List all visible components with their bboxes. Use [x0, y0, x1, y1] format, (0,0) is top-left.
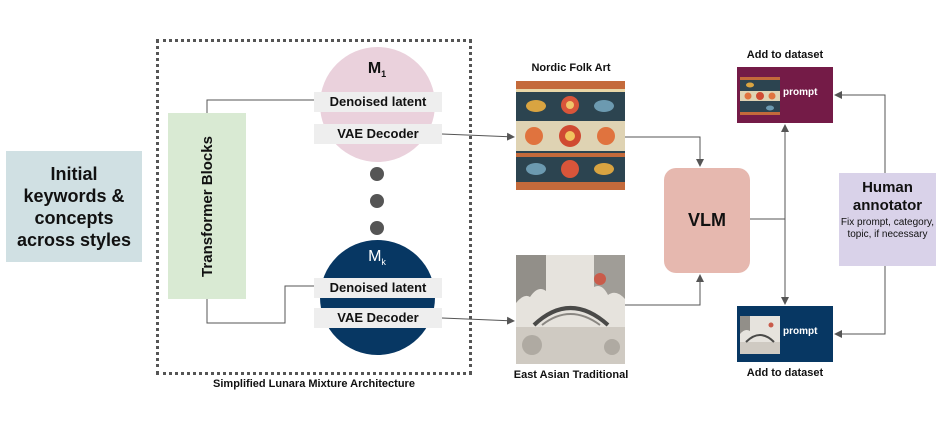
model-label-top: M1: [347, 60, 407, 79]
dataset-entry-top: prompt: [737, 67, 833, 123]
transformer-blocks: Transformer Blocks: [168, 113, 246, 299]
folk-to-vlm-arrow: [625, 136, 704, 167]
human-to-dataset-top-arrow: [834, 91, 886, 173]
ellipsis-dot-2: [370, 194, 384, 208]
human-to-dataset-bottom-arrow: [834, 266, 886, 338]
vae-top-to-folk-arrow: [441, 132, 515, 141]
human-annotator-description: Fix prompt, category, topic, if necessar…: [840, 217, 935, 240]
transformer-to-latent-top-line: [206, 99, 314, 113]
vae-decoder-top: VAE Decoder: [314, 124, 442, 144]
human-annotator-title: Human annotator: [852, 179, 923, 214]
folk-art-title: Nordic Folk Art: [531, 62, 611, 74]
add-to-dataset-top-title: Add to dataset: [746, 49, 824, 61]
vae-decoder-bottom: VAE Decoder: [314, 308, 442, 328]
dataset-top-prompt-label: prompt: [783, 87, 818, 98]
dataset-bottom-thumbnail: [740, 316, 780, 354]
model-top-subscript: 1: [381, 69, 387, 80]
model-bottom-name: M: [368, 248, 382, 265]
dataset-bottom-prompt-label: prompt: [783, 326, 818, 337]
east-asian-title: East Asian Traditional: [513, 369, 629, 381]
architecture-container: [156, 39, 472, 375]
dataset-top-thumbnail: [740, 77, 780, 115]
architecture-caption: Simplified Lunara Mixture Architecture: [213, 378, 415, 390]
vlm-label: VLM: [688, 210, 726, 230]
vae-bottom-to-east-arrow: [441, 316, 515, 325]
ellipsis-dot-3: [370, 221, 384, 235]
model-top-name: M: [367, 60, 382, 77]
ellipsis-dot-1: [370, 167, 384, 181]
transformer-to-latent-bottom-line: [206, 285, 314, 324]
nordic-folk-art-image: [516, 81, 625, 190]
initial-keywords-box: Initial keywords & concepts across style…: [6, 151, 142, 262]
denoised-latent-bottom: Denoised latent: [314, 278, 442, 298]
dataset-entry-bottom: prompt: [737, 306, 833, 362]
east-asian-traditional-image: [516, 255, 625, 364]
east-to-vlm-arrow: [625, 274, 704, 306]
model-label-bottom: Mk: [347, 248, 407, 267]
model-bottom-subscript: k: [381, 257, 386, 268]
add-to-dataset-bottom-title: Add to dataset: [746, 367, 824, 379]
denoised-latent-top: Denoised latent: [314, 92, 442, 112]
human-annotator-box: Human annotator Fix prompt, category, to…: [839, 173, 936, 266]
vlm-box: VLM: [664, 168, 750, 273]
transformer-label: Transformer Blocks: [198, 135, 216, 277]
initial-keywords-text: Initial keywords & concepts across style…: [16, 163, 132, 250]
